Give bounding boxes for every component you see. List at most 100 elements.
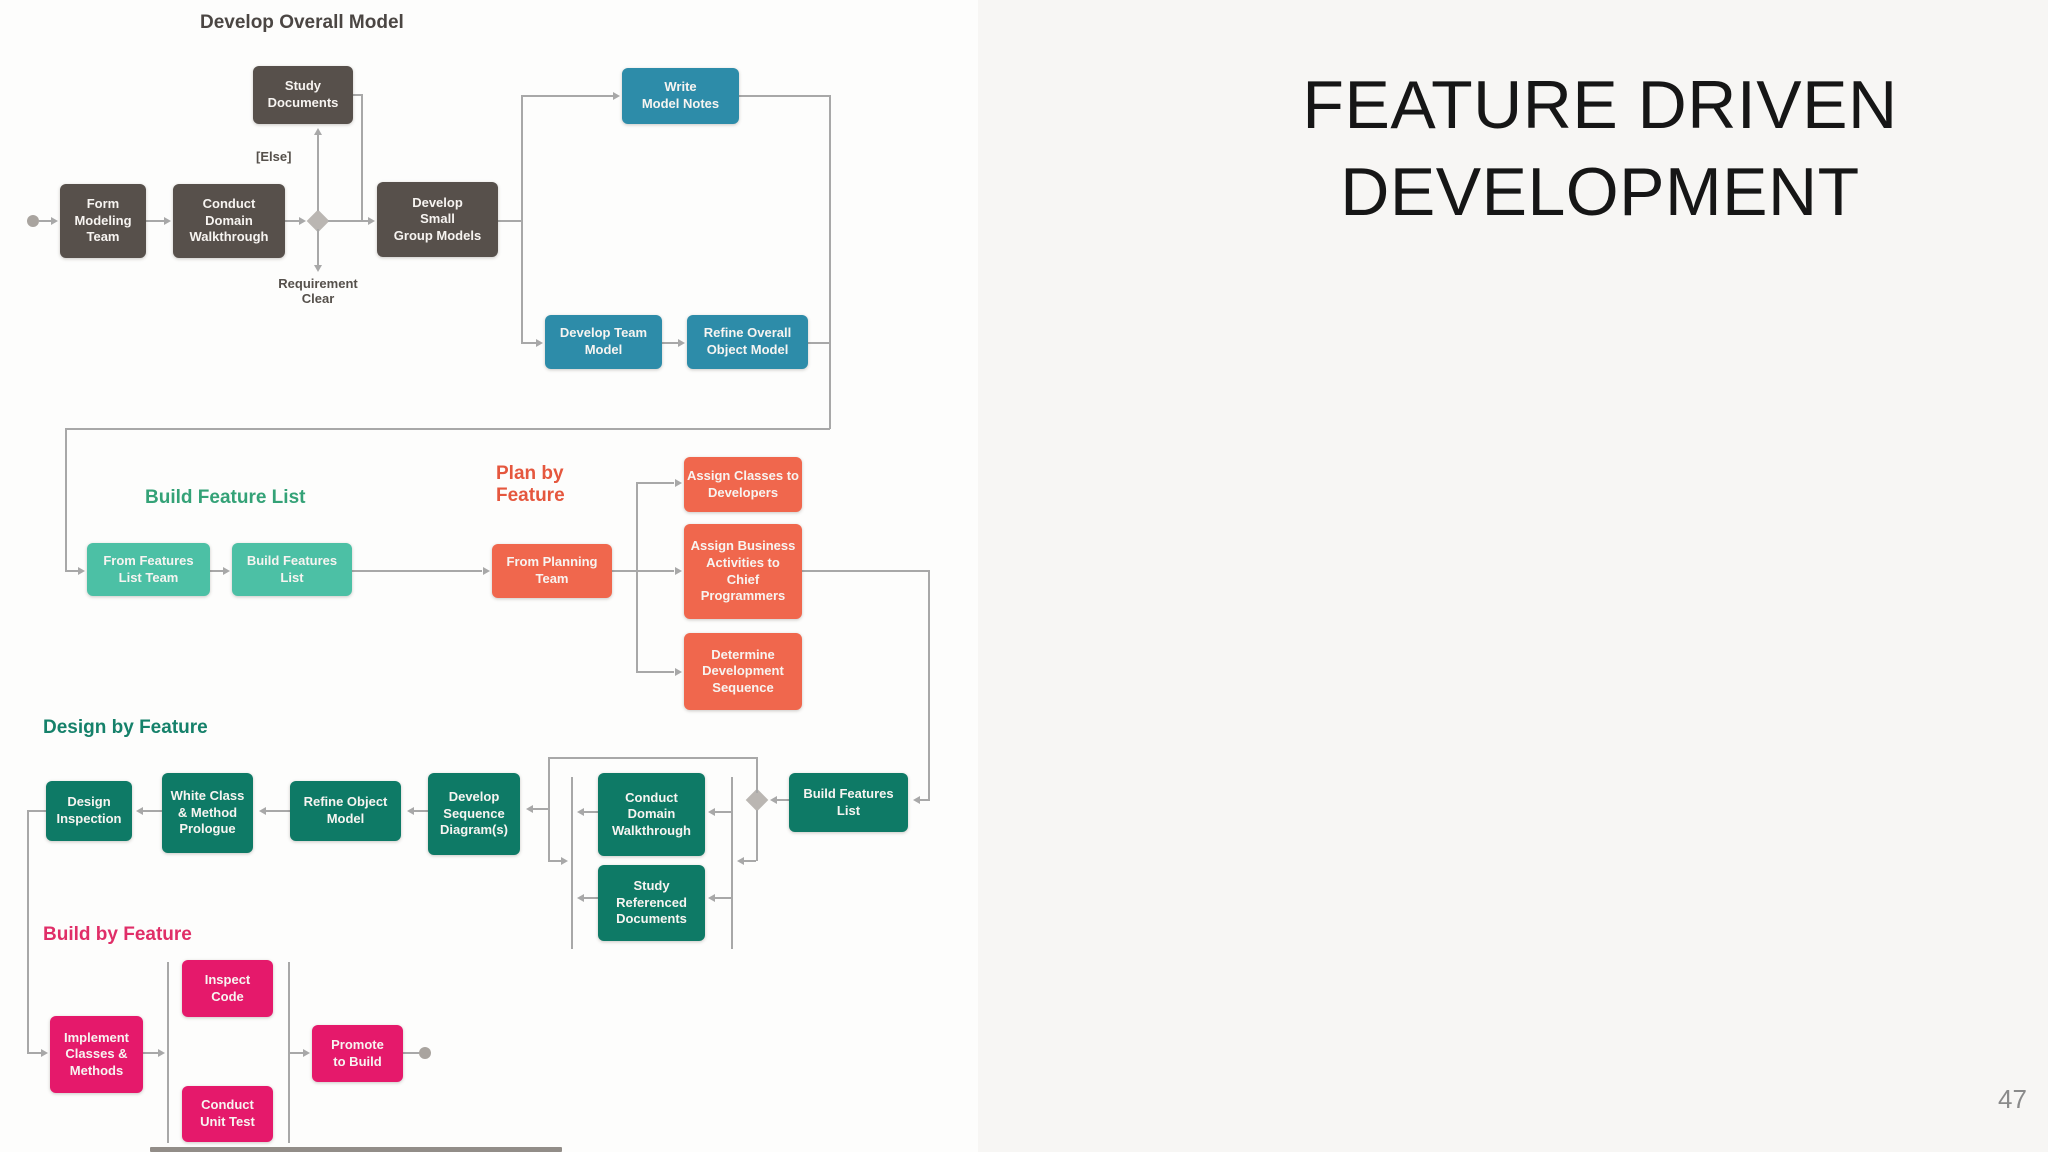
node-form-modeling-team: Form Modeling Team [60, 184, 146, 258]
arrowhead-icon [303, 1049, 310, 1057]
section-title-design-by-feature: Design by Feature [43, 717, 208, 738]
arrowhead-icon [675, 567, 682, 575]
connector-line [731, 777, 733, 949]
arrowhead-icon [41, 1049, 48, 1057]
connector-line [317, 229, 319, 265]
arrowhead-icon [577, 808, 584, 816]
connector-line [328, 220, 368, 222]
label-requirement-clear: Requirement Clear [278, 276, 358, 306]
connector-line [756, 757, 758, 793]
slide-background-right [978, 0, 2048, 1152]
arrowhead-icon [770, 796, 777, 804]
node-study-documents: Study Documents [253, 66, 353, 124]
connector-line [288, 1052, 303, 1054]
node-refine-object-model: Refine Object Model [290, 781, 401, 841]
arrowhead-icon [314, 265, 322, 272]
node-white-class-method-prologue: White Class & Method Prologue [162, 773, 253, 853]
slide-title-line-2: DEVELOPMENT [1340, 154, 1860, 231]
connector-line [584, 897, 598, 899]
page-number: 47 [1998, 1084, 2027, 1114]
connector-line [612, 570, 637, 572]
node-build-features-list-design: Build Features List [789, 773, 908, 832]
connector-line [662, 342, 678, 344]
node-from-features-list-team: From Features List Team [87, 543, 210, 596]
arrowhead-icon [136, 807, 143, 815]
node-implement-classes-methods: Implement Classes & Methods [50, 1016, 143, 1093]
connector-line [928, 570, 930, 800]
arrowhead-icon [526, 805, 533, 813]
connector-line [27, 810, 46, 812]
arrowhead-icon [678, 339, 685, 347]
connector-line [498, 220, 523, 222]
connector-line [715, 897, 731, 899]
connector-line [636, 482, 638, 673]
connector-line [143, 810, 162, 812]
connector-line [521, 342, 536, 344]
node-conduct-domain-walkthrough-design: Conduct Domain Walkthrough [598, 773, 705, 856]
section-title-plan-by-feature: Plan by Feature [496, 463, 565, 507]
connector-line [533, 808, 549, 810]
connector-line [920, 799, 930, 801]
slide-title: FEATURE DRIVEN DEVELOPMENT [1260, 62, 1940, 236]
node-study-referenced-documents: Study Referenced Documents [598, 865, 705, 941]
arrowhead-icon [299, 217, 306, 225]
node-determine-development-sequence: Determine Development Sequence [684, 633, 802, 710]
arrowhead-icon [223, 567, 230, 575]
connector-line [744, 860, 756, 862]
node-assign-business-activities: Assign Business Activities to Chief Prog… [684, 524, 802, 619]
node-conduct-unit-test: Conduct Unit Test [182, 1086, 273, 1142]
connector-line [521, 95, 523, 343]
connector-line [571, 777, 573, 949]
connector-line [548, 860, 561, 862]
connector-line [353, 94, 362, 96]
connector-line [637, 570, 674, 572]
connector-line [715, 811, 731, 813]
node-design-inspection: Design Inspection [46, 781, 132, 841]
connector-line [584, 811, 598, 813]
connector-line [285, 220, 302, 222]
node-write-model-notes: Write Model Notes [622, 68, 739, 124]
connector-line [317, 135, 319, 211]
connector-line [167, 962, 169, 1143]
connector-line [637, 482, 674, 484]
connector-line [548, 757, 757, 759]
arrowhead-icon [536, 339, 543, 347]
connector-line [39, 220, 51, 222]
connector-line [808, 342, 830, 344]
arrowhead-icon [51, 217, 58, 225]
arrowhead-icon [577, 894, 584, 902]
node-develop-team-model: Develop Team Model [545, 315, 662, 369]
node-refine-overall-object-model: Refine Overall Object Model [687, 315, 808, 369]
arrowhead-icon [708, 808, 715, 816]
arrowhead-icon [613, 92, 620, 100]
connector-line [361, 94, 363, 221]
connector-line [637, 671, 674, 673]
node-assign-classes-to-developers: Assign Classes to Developers [684, 457, 802, 512]
arrowhead-icon [407, 807, 414, 815]
section-title-build-feature-list: Build Feature List [145, 487, 306, 508]
terminal-node-icon [419, 1047, 431, 1059]
arrowhead-icon [314, 128, 322, 135]
connector-line [210, 570, 223, 572]
connector-line [777, 799, 789, 801]
node-build-features-list: Build Features List [232, 543, 352, 596]
connector-line [27, 1052, 41, 1054]
node-develop-small-group-models: Develop Small Group Models [377, 182, 498, 257]
arrowhead-icon [675, 479, 682, 487]
arrowhead-icon [259, 807, 266, 815]
connector-line [27, 810, 29, 1053]
node-develop-sequence-diagrams: Develop Sequence Diagram(s) [428, 773, 520, 855]
arrowhead-icon [483, 567, 490, 575]
connector-line [65, 428, 67, 571]
arrowhead-icon [737, 857, 744, 865]
connector-line [521, 95, 613, 97]
connector-line [403, 1052, 419, 1054]
terminal-node-icon [27, 215, 39, 227]
section-title-build-by-feature: Build by Feature [43, 924, 192, 945]
arrowhead-icon [158, 1049, 165, 1057]
connector-line [756, 810, 758, 861]
arrowhead-icon [368, 217, 375, 225]
node-conduct-domain-walkthrough: Conduct Domain Walkthrough [173, 184, 285, 258]
node-promote-to-build: Promote to Build [312, 1025, 403, 1082]
